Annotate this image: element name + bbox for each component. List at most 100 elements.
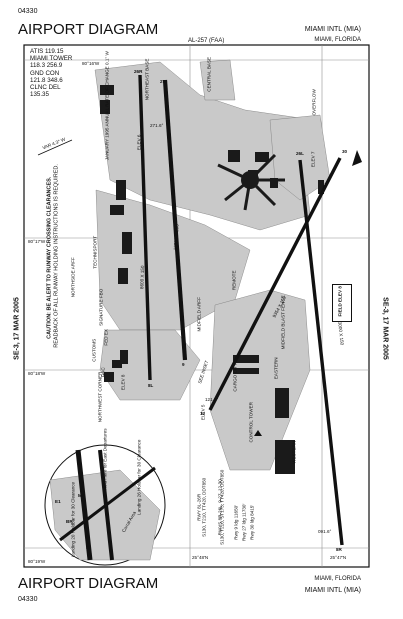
footer-diagram-code: 04330 bbox=[18, 596, 38, 603]
inset-pavement bbox=[49, 469, 161, 561]
runway-end-26l: 26L bbox=[296, 151, 304, 156]
label-technisport: TECHNISPORT bbox=[92, 235, 98, 269]
elev-label: ELEV 5 bbox=[200, 404, 206, 421]
building bbox=[275, 440, 295, 474]
label-central-base: CENTRAL BASE bbox=[206, 56, 212, 92]
inset-taxiway-br: BR bbox=[66, 519, 73, 524]
map-frame bbox=[23, 44, 370, 568]
frequency-line: 121.8 348.6 bbox=[30, 76, 63, 84]
frequency-line: GND CON bbox=[30, 69, 60, 77]
rwy-data-2: S130, T210, TT420, DDT850 bbox=[201, 477, 207, 537]
inset-landing-26: Landing 26 Holdbar for 30 Clearance bbox=[136, 439, 142, 515]
inset-runways bbox=[59, 449, 156, 561]
building bbox=[100, 100, 110, 114]
label-control-tower: CONTROL TOWER bbox=[248, 402, 254, 443]
header-diagram-code: 04330 bbox=[18, 8, 38, 15]
frequency-line: 135.35 bbox=[30, 91, 49, 99]
building bbox=[228, 150, 240, 162]
buildings bbox=[100, 85, 324, 474]
rwy-data-5: Rwy 9 ldg 11650' bbox=[233, 504, 239, 540]
footer-city: MIAMI, FLORIDA bbox=[314, 576, 361, 582]
building bbox=[275, 388, 289, 418]
north-arrow bbox=[352, 150, 362, 166]
frequency-line: 118.3 256.9 bbox=[30, 62, 63, 70]
label-northeast-base: NORTHEAST BASE bbox=[144, 58, 150, 101]
building bbox=[318, 180, 324, 194]
variation-arrow bbox=[37, 139, 73, 156]
rwy-data-4: S130, T210, ST175, TT420, DDT850 bbox=[219, 469, 225, 545]
terminal-hub bbox=[241, 171, 259, 189]
lat-label-bottom-left: 25°48'N bbox=[192, 555, 209, 560]
building bbox=[233, 368, 259, 374]
header-airport-name: MIAMI INTL (MIA) bbox=[304, 26, 361, 33]
runway-end-12: 12 bbox=[200, 411, 206, 416]
building bbox=[112, 360, 122, 368]
field-elev-box: FIELD ELEV 8 bbox=[332, 284, 352, 322]
building bbox=[116, 180, 126, 200]
building bbox=[270, 178, 278, 188]
runways bbox=[138, 74, 344, 546]
header-faa-id: AL-257 (FAA) bbox=[188, 38, 225, 44]
lon-label-top: 80°16'W bbox=[82, 61, 100, 66]
building bbox=[104, 372, 114, 382]
header-city: MIAMI, FLORIDA bbox=[314, 37, 361, 43]
rwy-data-7: Rwy 30 ldg 8415' bbox=[249, 504, 255, 540]
label-northside-arff: NORTHSIDE ARFF bbox=[70, 257, 76, 298]
rwy-data-6: Rwy 27 ldg 11730' bbox=[241, 503, 247, 541]
header-title: AIRPORT DIAGRAM bbox=[18, 21, 159, 38]
lon-label-bottom: 80°19'W bbox=[28, 559, 46, 564]
lon-label-mid: 80°17'W bbox=[28, 239, 46, 244]
frequency-line: MIAMI TOWER bbox=[30, 55, 73, 63]
caution-line-2: READBACK OF ALL RUNWAY HOLDING INSTRUCTI… bbox=[53, 164, 60, 348]
variation-note: JANUARY 1995 ANNUAL RATE OF CHANGE 0.1° … bbox=[104, 51, 110, 161]
caution-line-1: CAUTION: BE ALERT TO RUNWAY CROSSING CLE… bbox=[46, 176, 53, 339]
frequency-list: ATIS 119.15 MIAMI TOWER 118.3 256.9 GND … bbox=[30, 48, 72, 98]
inset-taxiway-m1: M1 bbox=[78, 493, 85, 498]
label-northwest-corner: NORTHWEST CORNER bbox=[97, 371, 103, 423]
label-western: WESTERN bbox=[291, 440, 297, 464]
runway-end-9: 9 bbox=[182, 362, 185, 367]
elev-label: ELEV 8 bbox=[120, 374, 126, 391]
inset-landing-20: Landing 20 Holdbar for 30 Clearance bbox=[70, 481, 76, 558]
lon-label-low: 80°18'W bbox=[28, 371, 46, 376]
ramp-areas bbox=[94, 59, 331, 471]
label-customs: CUSTOMS bbox=[91, 338, 97, 362]
frequency-line: ATIS 119.15 bbox=[30, 48, 64, 55]
lat-label-bottom-right: 25°47'N bbox=[330, 555, 347, 560]
runway-end-27: 27 bbox=[160, 79, 166, 84]
footer-airport-name: MIAMI INTL (MIA) bbox=[304, 587, 361, 594]
runway-9-27 bbox=[162, 79, 188, 361]
control-tower-marker bbox=[254, 430, 262, 436]
building bbox=[110, 205, 124, 215]
label-signature-fbo: SIGNATURE FBO bbox=[98, 288, 104, 326]
label-midfield-arff: MIDFIELD ARFF bbox=[196, 297, 202, 332]
runway-end-8l: 8L bbox=[148, 383, 154, 388]
label-overflow: OVERFLOW bbox=[311, 89, 317, 116]
building bbox=[120, 350, 128, 364]
building bbox=[100, 85, 114, 95]
elev-label: ELEV 6 bbox=[136, 134, 142, 151]
building bbox=[122, 232, 132, 254]
label-fed-ex: FED EX bbox=[103, 329, 109, 346]
label-remote: REMOTE bbox=[231, 270, 237, 291]
footer-title: AIRPORT DIAGRAM bbox=[18, 575, 159, 592]
runway-8l-26r bbox=[138, 74, 152, 381]
building bbox=[118, 268, 128, 284]
inset-taxiway-e1: E1 bbox=[55, 499, 61, 504]
label-midfield-blast-fence: MIDFIELD BLAST FENCE bbox=[280, 295, 286, 350]
label-cargo-city: CARGO CITY bbox=[232, 363, 238, 392]
frequency-line: CLNC DEL bbox=[30, 84, 61, 92]
elev-label: ELEV 7 bbox=[310, 151, 316, 168]
runway-12-30 bbox=[208, 157, 342, 411]
runway-end-30: 30 bbox=[342, 149, 348, 154]
inset-hold-here: Hold Here for East Departures bbox=[102, 428, 108, 491]
runway-end-26r: 26R bbox=[134, 69, 143, 74]
runway-hdg-121: 121.9° bbox=[205, 397, 219, 402]
inset-taxiway-r: R bbox=[86, 545, 90, 550]
runway-hdg-271: 271.6° bbox=[150, 123, 164, 128]
field-elev-label: FIELD ELEV 8 bbox=[337, 286, 343, 317]
runway-8r-26l bbox=[298, 159, 344, 546]
runway-end-8r: 8R bbox=[336, 547, 342, 552]
building bbox=[233, 355, 259, 363]
